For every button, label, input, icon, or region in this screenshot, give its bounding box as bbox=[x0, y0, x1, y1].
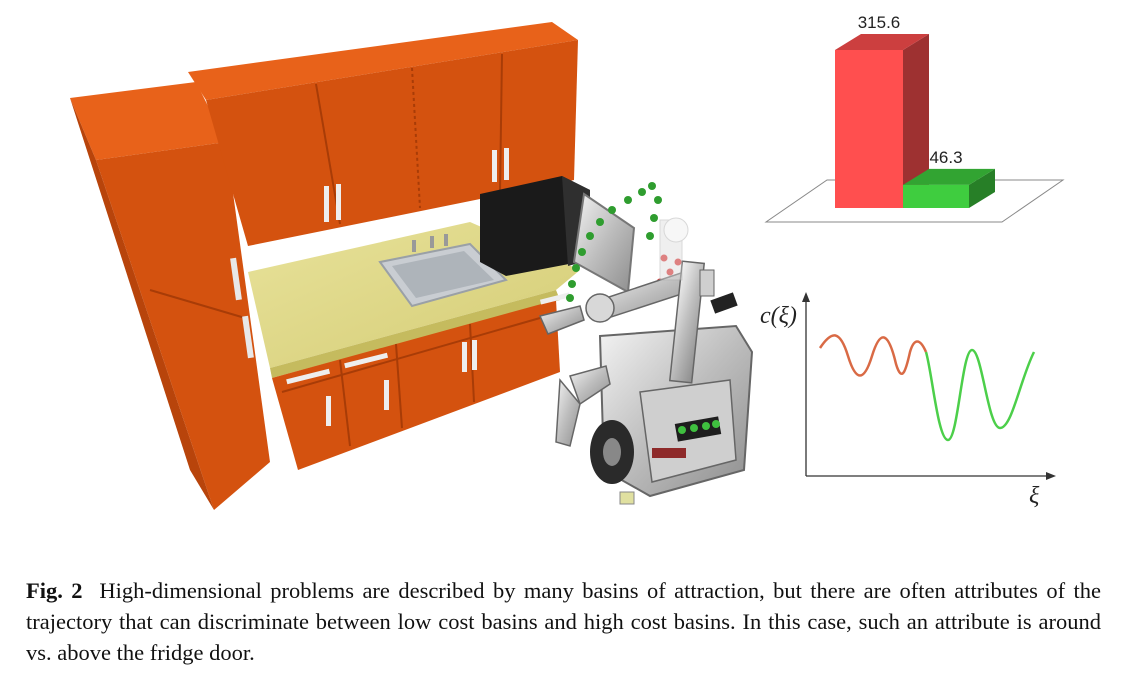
lower-cabinet-front bbox=[272, 300, 560, 470]
cost-curve-low bbox=[924, 348, 1036, 442]
tall-cabinet-side bbox=[70, 98, 214, 510]
bar-value-label-0: 315.6 bbox=[858, 13, 901, 32]
upper-cabinet-top bbox=[188, 22, 578, 100]
bar-0 bbox=[835, 50, 903, 208]
tall-cabinet-front bbox=[96, 142, 270, 510]
robot bbox=[538, 217, 754, 505]
cost-curve-high bbox=[818, 334, 928, 377]
y-axis-label: c(ξ) bbox=[760, 303, 797, 329]
bar-top-0 bbox=[835, 34, 929, 50]
bar-value-label-1: 46.3 bbox=[929, 148, 962, 167]
bar-side-0 bbox=[903, 34, 929, 208]
trajectory-above-door bbox=[566, 182, 662, 302]
figure: 315.6 46.3 c(ξ) ξ bbox=[70, 13, 1065, 510]
tall-cabinet-top bbox=[70, 82, 226, 160]
cost-bar-chart: 315.6 46.3 bbox=[764, 13, 1065, 223]
fridge bbox=[480, 176, 590, 276]
cost-function-plot: c(ξ) ξ bbox=[760, 292, 1056, 509]
x-axis-label: ξ bbox=[1029, 483, 1040, 509]
bar-side-1 bbox=[969, 168, 995, 208]
caption-text: High-dimensional problems are described … bbox=[26, 578, 1102, 665]
figure-caption: Fig. 2 High-dimensional problems are des… bbox=[26, 575, 1101, 668]
kitchen-scene bbox=[70, 22, 636, 510]
figure-label: Fig. 2 bbox=[26, 578, 83, 603]
bar-1 bbox=[903, 184, 969, 208]
fridge-door bbox=[572, 192, 636, 294]
bar-top-1 bbox=[903, 168, 995, 185]
